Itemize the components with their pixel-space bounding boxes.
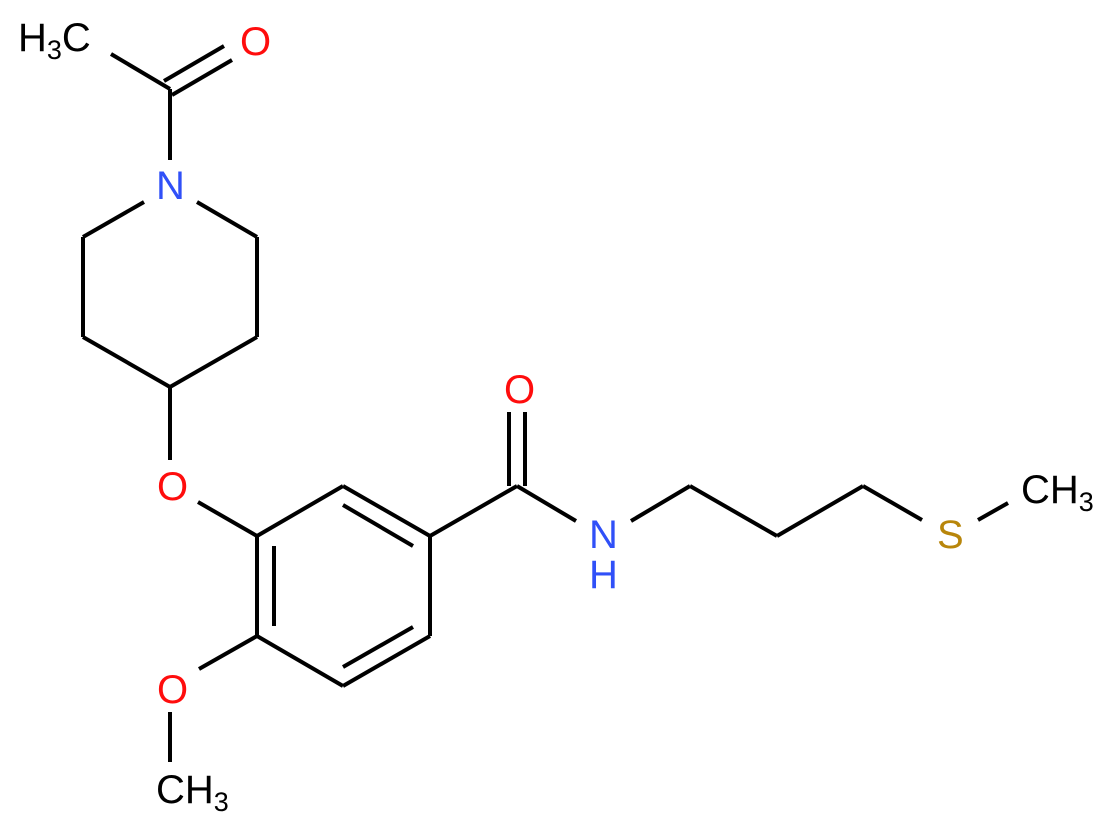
bond-ar4-ar5 bbox=[342, 634, 431, 688]
s-methyl-label: CH3 bbox=[1021, 468, 1094, 517]
methoxy-methyl-label: CH3 bbox=[156, 768, 229, 817]
bond-ch3-carbonyl bbox=[109, 52, 172, 91]
bond-ar1-ar2 bbox=[255, 484, 345, 538]
acetyl-oxygen-label: O bbox=[240, 20, 272, 64]
ether-oxygen-label: O bbox=[157, 465, 189, 509]
bond-c1-c2 bbox=[689, 484, 778, 538]
bond-c6-n bbox=[195, 200, 259, 239]
bond-n-c2 bbox=[82, 200, 145, 239]
piperidine-nitrogen-label: N bbox=[156, 164, 185, 208]
bond-ar-carbonyl bbox=[429, 484, 518, 538]
bond-ar-methoxy-o bbox=[198, 634, 258, 671]
amide-nitrogen-label: N bbox=[589, 513, 618, 557]
bond-ar4-ar5-inner bbox=[342, 625, 414, 669]
bond-nh-c1 bbox=[629, 484, 692, 523]
bond-carbonyl-o-1 bbox=[162, 44, 226, 83]
bond-o-aryl bbox=[197, 500, 258, 538]
bond-c4-c5 bbox=[169, 335, 258, 389]
methoxy-oxygen-label: O bbox=[157, 668, 189, 712]
amide-oxygen-label: O bbox=[504, 368, 536, 412]
bond-ar2-ar3-inner bbox=[341, 503, 415, 548]
bond-c2-c3 bbox=[775, 484, 865, 538]
bond-c3-c4 bbox=[82, 335, 171, 389]
bond-ar5-ar6 bbox=[255, 634, 345, 688]
bond-c3-s bbox=[862, 484, 923, 522]
acetyl-methyl-label: H3C bbox=[18, 16, 91, 65]
bond-carbonyl-nh bbox=[515, 484, 578, 523]
bond-s-ch3 bbox=[977, 501, 1009, 522]
sulfur-label: S bbox=[937, 513, 964, 557]
bond-carbonyl-o-2 bbox=[170, 58, 234, 97]
bond-ar2-ar3 bbox=[342, 484, 431, 538]
amide-hydrogen-label: H bbox=[589, 553, 618, 597]
